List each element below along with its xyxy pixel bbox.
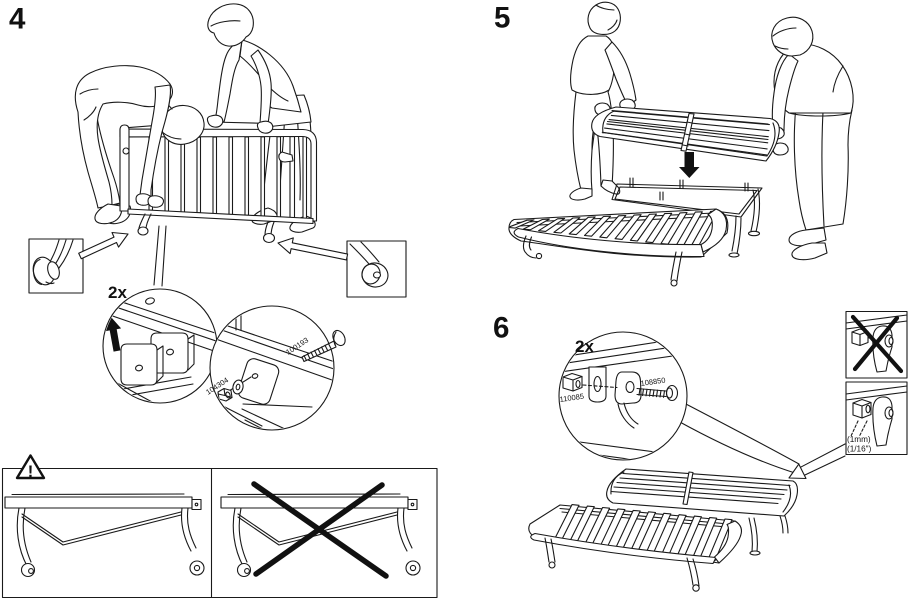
svg-text:110085: 110085 [559,392,584,404]
svg-text:2x: 2x [575,337,594,356]
svg-text:(1mm): (1mm) [847,435,871,444]
svg-text:4: 4 [9,3,26,36]
svg-text:!: ! [28,463,34,481]
svg-text:(1/16"): (1/16") [847,445,872,454]
svg-text:108850: 108850 [640,376,666,388]
svg-text:6: 6 [493,312,509,345]
svg-text:2x: 2x [108,283,127,302]
svg-text:5: 5 [494,2,510,35]
